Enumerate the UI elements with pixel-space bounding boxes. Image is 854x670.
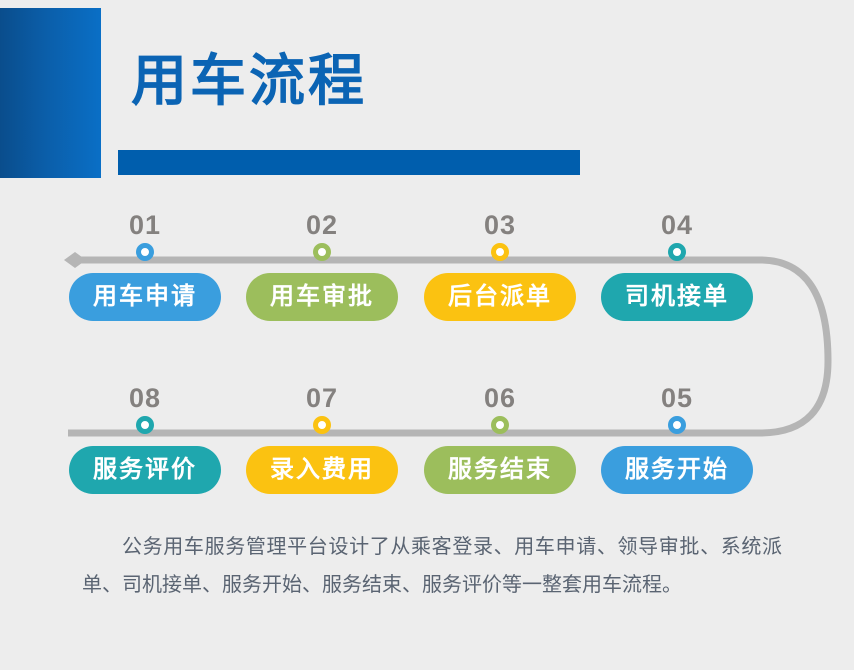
flow-step-08[interactable]: 08 服务评价	[65, 383, 225, 494]
flow-step-07[interactable]: 07 录入费用	[242, 383, 402, 494]
flow-step-01[interactable]: 01 用车申请	[65, 210, 225, 321]
step-number: 03	[483, 210, 517, 240]
step-dot-icon	[491, 243, 509, 261]
step-label-pill[interactable]: 用车申请	[69, 273, 221, 321]
step-number: 06	[483, 383, 517, 413]
page-header: 用车流程	[0, 0, 854, 190]
step-label-pill[interactable]: 服务结束	[424, 446, 576, 494]
track-start-arrow-icon	[64, 252, 86, 268]
process-flow-diagram: 01 用车申请 02 用车审批 03 后台派单 04 司机接单 08 服务评价 …	[0, 190, 854, 520]
step-number: 04	[660, 210, 694, 240]
flow-step-06[interactable]: 06 服务结束	[420, 383, 580, 494]
page-title: 用车流程	[131, 49, 367, 112]
flow-step-04[interactable]: 04 司机接单	[597, 210, 757, 321]
step-dot-icon	[313, 243, 331, 261]
step-dot-icon	[136, 416, 154, 434]
step-label-pill[interactable]: 服务开始	[601, 446, 753, 494]
flow-step-02[interactable]: 02 用车审批	[242, 210, 402, 321]
track-curve-connector	[759, 256, 832, 437]
flow-step-03[interactable]: 03 后台派单	[420, 210, 580, 321]
step-dot-icon	[136, 243, 154, 261]
step-label-pill[interactable]: 录入费用	[246, 446, 398, 494]
flow-track	[64, 252, 832, 437]
step-dot-icon	[491, 416, 509, 434]
step-label-pill[interactable]: 服务评价	[69, 446, 221, 494]
step-label-pill[interactable]: 用车审批	[246, 273, 398, 321]
header-underline-bar	[118, 150, 580, 175]
step-dot-icon	[668, 416, 686, 434]
step-number: 08	[128, 383, 162, 413]
step-number: 05	[660, 383, 694, 413]
flow-step-05[interactable]: 05 服务开始	[597, 383, 757, 494]
step-label-pill[interactable]: 司机接单	[601, 273, 753, 321]
step-label-pill[interactable]: 后台派单	[424, 273, 576, 321]
step-number: 01	[128, 210, 162, 240]
step-dot-icon	[313, 416, 331, 434]
step-number: 02	[305, 210, 339, 240]
step-number: 07	[305, 383, 339, 413]
header-accent-block	[0, 8, 101, 178]
step-dot-icon	[668, 243, 686, 261]
caption-paragraph: 公务用车服务管理平台设计了从乘客登录、用车申请、领导审批、系统派单、司机接单、服…	[82, 536, 782, 596]
